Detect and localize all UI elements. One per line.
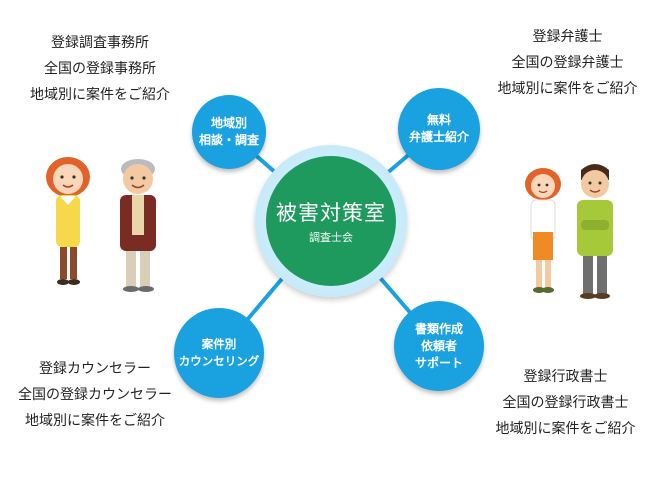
center-subtitle: 調査士会 — [309, 231, 353, 244]
node-case-counseling: 案件別 カウンセリング — [174, 308, 264, 398]
node-label: 書類作成 — [414, 321, 463, 336]
node-label: 地域別 — [210, 116, 247, 130]
text-line: 地域別に案件をご紹介 — [495, 421, 636, 437]
text-line: 地域別に案件をご紹介 — [30, 87, 170, 103]
center-title: 被害対策室 — [276, 201, 386, 225]
node-label: カウンセリング — [178, 354, 260, 368]
node-label: 相談・調査 — [198, 133, 259, 147]
text-block-counselors: 登録カウンセラー 全国の登録カウンセラー 地域別に案件をご紹介 — [0, 356, 190, 434]
node-label: 案件別 — [201, 337, 237, 351]
elderly-man-figure — [120, 159, 156, 292]
text-line: 全国の登録行政書士 — [502, 395, 629, 411]
woman-figure — [46, 157, 90, 285]
node-label: 無料 — [426, 113, 451, 127]
node-free-lawyer-referral: 無料 弁護士紹介 — [398, 88, 480, 170]
text-line: 登録弁護士 — [532, 29, 603, 45]
node-label: 弁護士紹介 — [408, 130, 469, 144]
people-illustration-left — [46, 157, 156, 292]
text-block-investigators: 登録調査事務所 全国の登録事務所 地域別に案件をご紹介 — [10, 30, 190, 108]
text-line: 全国の登録弁護士 — [511, 55, 624, 71]
text-block-scriveners: 登録行政書士 全国の登録行政書士 地域別に案件をご紹介 — [478, 364, 653, 442]
young-man-figure — [577, 164, 613, 299]
node-regional-consultation: 地域別 相談・調査 — [192, 95, 266, 169]
woman-figure — [525, 168, 561, 293]
text-block-lawyers: 登録弁護士 全国の登録弁護士 地域別に案件をご紹介 — [480, 24, 655, 102]
node-label: 依頼者 — [420, 338, 457, 353]
center-circle: 被害対策室 調査士会 — [266, 156, 396, 286]
text-line: 地域別に案件をご紹介 — [497, 81, 638, 97]
text-line: 登録カウンセラー — [39, 361, 151, 377]
text-line: 登録行政書士 — [523, 369, 608, 385]
text-line: 地域別に案件をご紹介 — [25, 413, 165, 429]
text-line: 全国の登録事務所 — [44, 61, 156, 77]
text-line: 全国の登録カウンセラー — [18, 387, 172, 403]
node-label: サポート — [414, 355, 463, 370]
node-document-support: 書類作成 依頼者 サポート — [394, 301, 484, 391]
text-line: 登録調査事務所 — [51, 35, 149, 51]
people-illustration-right — [525, 164, 613, 299]
